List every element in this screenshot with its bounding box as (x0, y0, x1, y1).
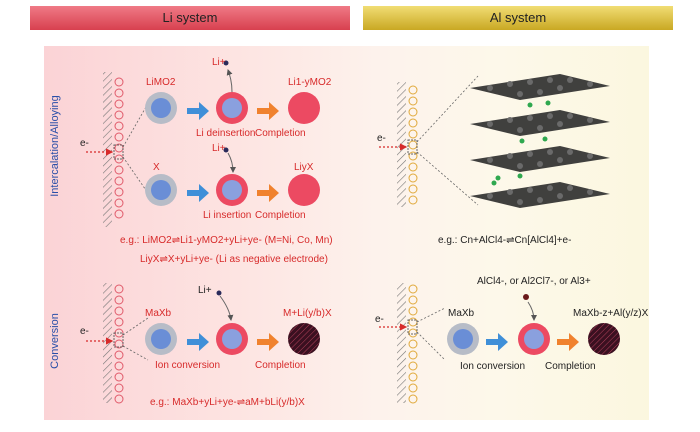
li-electrode-bottom (103, 283, 112, 403)
electron-label-3: e- (377, 133, 386, 144)
li-electrode-circles-bottom (114, 284, 124, 404)
electron-label-1: e- (80, 138, 89, 149)
limo2-label: LiMO2 (146, 77, 176, 88)
al-electrode-circles-bottom (408, 284, 418, 404)
li-electrode-top (103, 72, 112, 227)
li-insertion-label: Li insertion (203, 210, 252, 221)
li-ion-label-2: Li+ (212, 143, 226, 154)
al-electrode-bottom (397, 283, 406, 403)
al-example: e.g.: Cn+AlCl4-⇌Cn[AlCl4]+e- (438, 235, 572, 246)
li-example-1: e.g.: LiMO2⇌Li1-yMO2+yLi+ye- (M=Ni, Co, … (120, 235, 333, 246)
completion-label-1: Completion (255, 128, 306, 139)
completion-label-3: Completion (255, 360, 306, 371)
side-label-intercalation: Intercalation/Alloying (49, 95, 61, 197)
li-ion-dot-1 (223, 60, 229, 66)
arrow-blue-1 (187, 102, 209, 120)
electron-label-2: e- (80, 326, 89, 337)
li1-ymo2-label: Li1-yMO2 (288, 77, 332, 88)
side-label-conversion: Conversion (49, 313, 61, 369)
arrow-blue-2 (187, 184, 209, 202)
li-maxb-label: MaXb (145, 308, 172, 319)
li-deinsertion-label: Li deinsertion (196, 128, 256, 139)
arrow-orange-3 (257, 333, 279, 351)
al-system-header: Al system (363, 6, 673, 30)
li-ion-label-1: Li+ (212, 57, 226, 68)
li-ion-conversion-label: Ion conversion (155, 360, 221, 371)
graphite-layers (470, 74, 610, 208)
arrow-orange-1 (257, 102, 279, 120)
arrow-blue-4 (486, 333, 508, 351)
li-electrode-circles-top (114, 77, 124, 219)
liyx-label: LiyX (294, 162, 314, 173)
arrow-orange-4 (557, 333, 579, 351)
liyx-particle (288, 174, 320, 206)
li1-ymo2-particle (288, 92, 320, 124)
al-electrode-circles-top (408, 85, 418, 205)
al-maxb-label: MaXb (448, 308, 475, 319)
completion-label-4: Completion (545, 361, 596, 372)
x-label: X (153, 162, 160, 173)
al-electrode-top (397, 82, 406, 207)
al-conversion-product-label: MaXb-z+Al(y/z)X (573, 308, 649, 319)
li-system-header: Li system (30, 6, 350, 30)
completion-label-2: Completion (255, 210, 306, 221)
al-ion-dot (523, 294, 529, 300)
arrow-orange-2 (257, 184, 279, 202)
al-conversion-product (588, 323, 620, 355)
li-ion-dot-3 (216, 290, 222, 296)
electron-label-4: e- (375, 314, 384, 325)
al-ions-label: AlCl4-, or Al2Cl7-, or Al3+ (477, 276, 591, 287)
arrow-blue-3 (187, 333, 209, 351)
al-ion-conversion-label: Ion conversion (460, 361, 526, 372)
li-conversion-example: e.g.: MaXb+yLi+ye-⇌aM+bLi(y/b)X (150, 397, 305, 408)
li-example-2: LiyX⇌X+yLi+ye- (Li as negative electrode… (140, 254, 328, 265)
li-conversion-product-label: M+Li(y/b)X (283, 308, 332, 319)
li-ion-dot-2 (223, 147, 229, 153)
li-conversion-product (288, 323, 320, 355)
li-ion-label-3: Li+ (198, 285, 212, 296)
